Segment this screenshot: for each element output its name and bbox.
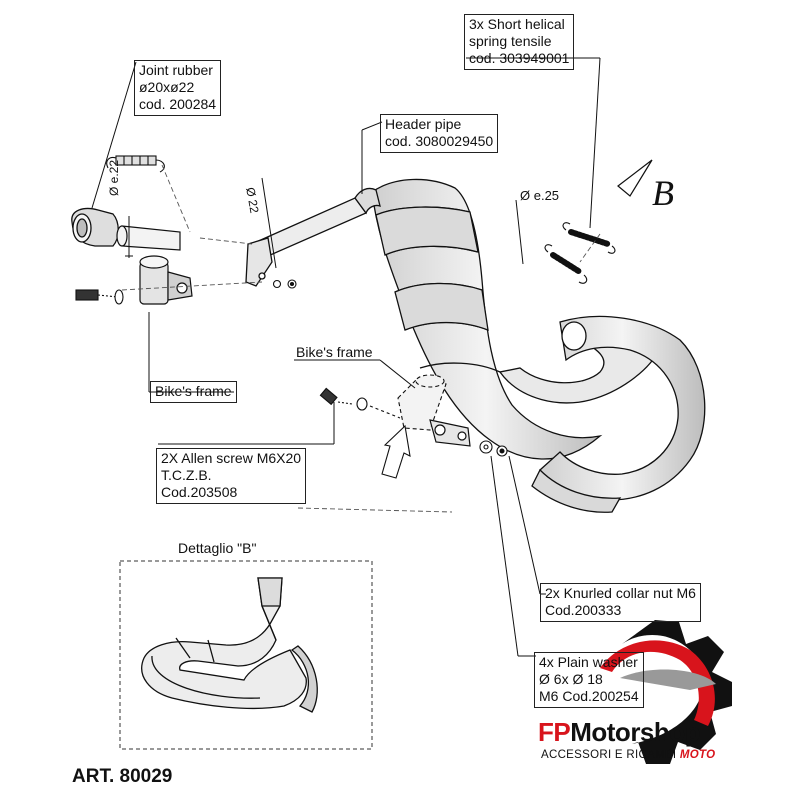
spring-name-line1: 3x Short helical bbox=[469, 16, 565, 32]
center-screw bbox=[319, 387, 401, 419]
spring-left bbox=[106, 155, 165, 173]
header-pipe-name: Header pipe bbox=[385, 116, 462, 132]
spring-label: 3x Short helical spring tensile cod. 303… bbox=[464, 14, 575, 70]
brand-logo-text: FPMotorshop bbox=[538, 717, 701, 748]
plain-washer-name: 4x Plain washer bbox=[539, 654, 638, 670]
frame-arrow bbox=[381, 424, 411, 479]
dimension-22-text: Ø 22 bbox=[243, 186, 262, 215]
leader-lines bbox=[91, 57, 601, 657]
bikes-frame-label-left: Bike's frame bbox=[150, 381, 237, 403]
allen-screw-label: 2X Allen screw M6X20 T.C.Z.B. Cod.203508 bbox=[156, 448, 307, 504]
allen-screw-name: 2X Allen screw M6X20 bbox=[161, 450, 302, 466]
article-number: ART. 80029 bbox=[72, 766, 172, 788]
detail-b-frame bbox=[119, 560, 373, 750]
brand-rest: Motorshop bbox=[570, 717, 701, 747]
dimension-e25: Ø e.25 bbox=[520, 187, 559, 204]
dimension-e22: Ø e.22 bbox=[106, 160, 123, 196]
logo-gear bbox=[600, 620, 732, 764]
dimension-e25-text: Ø e.25 bbox=[520, 188, 560, 203]
joint-rubber-size: ø20xø22 bbox=[139, 79, 195, 95]
plain-washer-code: M6 Cod.200254 bbox=[539, 688, 639, 704]
joint-rubber-part bbox=[71, 207, 119, 247]
spring-code: cod. 303949001 bbox=[469, 50, 570, 66]
allen-screw-code: Cod.203508 bbox=[161, 484, 238, 500]
header-fasteners bbox=[272, 279, 297, 289]
plain-washer-label: 4x Plain washer Ø 6x Ø 18 M6 Cod.200254 bbox=[534, 652, 644, 708]
frame-sleeve bbox=[397, 374, 447, 431]
view-b-letter: B bbox=[652, 172, 674, 214]
pipe-stub bbox=[116, 225, 181, 251]
left-screw bbox=[75, 289, 124, 305]
plain-washer-size: Ø 6x Ø 18 bbox=[539, 671, 603, 687]
detail-b-title-text: Dettaglio "B" bbox=[178, 540, 257, 556]
axis-lines bbox=[121, 164, 601, 513]
brand-tagline: ACCESSORI E RICAMBI MOTO bbox=[541, 749, 715, 761]
joint-rubber-label: Joint rubber ø20xø22 cod. 200284 bbox=[134, 60, 222, 116]
header-pipe-code: cod. 3080029450 bbox=[385, 133, 494, 149]
spring-right-1 bbox=[562, 222, 616, 254]
detail-b-drawing bbox=[141, 577, 318, 713]
brand-fp: FP bbox=[538, 717, 571, 747]
dimension-e22-text: Ø e.22 bbox=[107, 159, 121, 196]
view-marker bbox=[617, 159, 653, 197]
bikes-frame-center-text: Bike's frame bbox=[296, 344, 373, 360]
frame-clamp-part bbox=[139, 255, 193, 305]
allen-screw-finish: T.C.Z.B. bbox=[161, 467, 212, 483]
knurled-nut-code: Cod.200333 bbox=[545, 602, 622, 618]
spring-name-line2: spring tensile bbox=[469, 33, 552, 49]
tagline-main: ACCESSORI E RICAMBI bbox=[541, 749, 677, 761]
joint-rubber-code: cod. 200284 bbox=[139, 96, 217, 112]
header-pipe bbox=[245, 187, 381, 287]
dimension-lines bbox=[125, 177, 524, 269]
view-b-text: B bbox=[652, 173, 674, 213]
washers-nuts bbox=[479, 440, 508, 457]
joint-rubber-name: Joint rubber bbox=[139, 62, 213, 78]
expansion-chamber bbox=[371, 178, 706, 513]
tagline-moto: MOTO bbox=[679, 749, 716, 761]
mount-lug bbox=[429, 419, 471, 447]
header-pipe-label: Header pipe cod. 3080029450 bbox=[380, 114, 499, 153]
spring-right-2 bbox=[544, 244, 588, 284]
bikes-frame-label-center: Bike's frame bbox=[296, 344, 373, 361]
detail-b-title: Dettaglio "B" bbox=[178, 540, 256, 556]
bikes-frame-left-text: Bike's frame bbox=[155, 383, 232, 399]
knurled-nut-label: 2x Knurled collar nut M6 Cod.200333 bbox=[540, 583, 701, 622]
knurled-nut-name: 2x Knurled collar nut M6 bbox=[545, 585, 696, 601]
article-number-text: ART. 80029 bbox=[72, 766, 173, 787]
